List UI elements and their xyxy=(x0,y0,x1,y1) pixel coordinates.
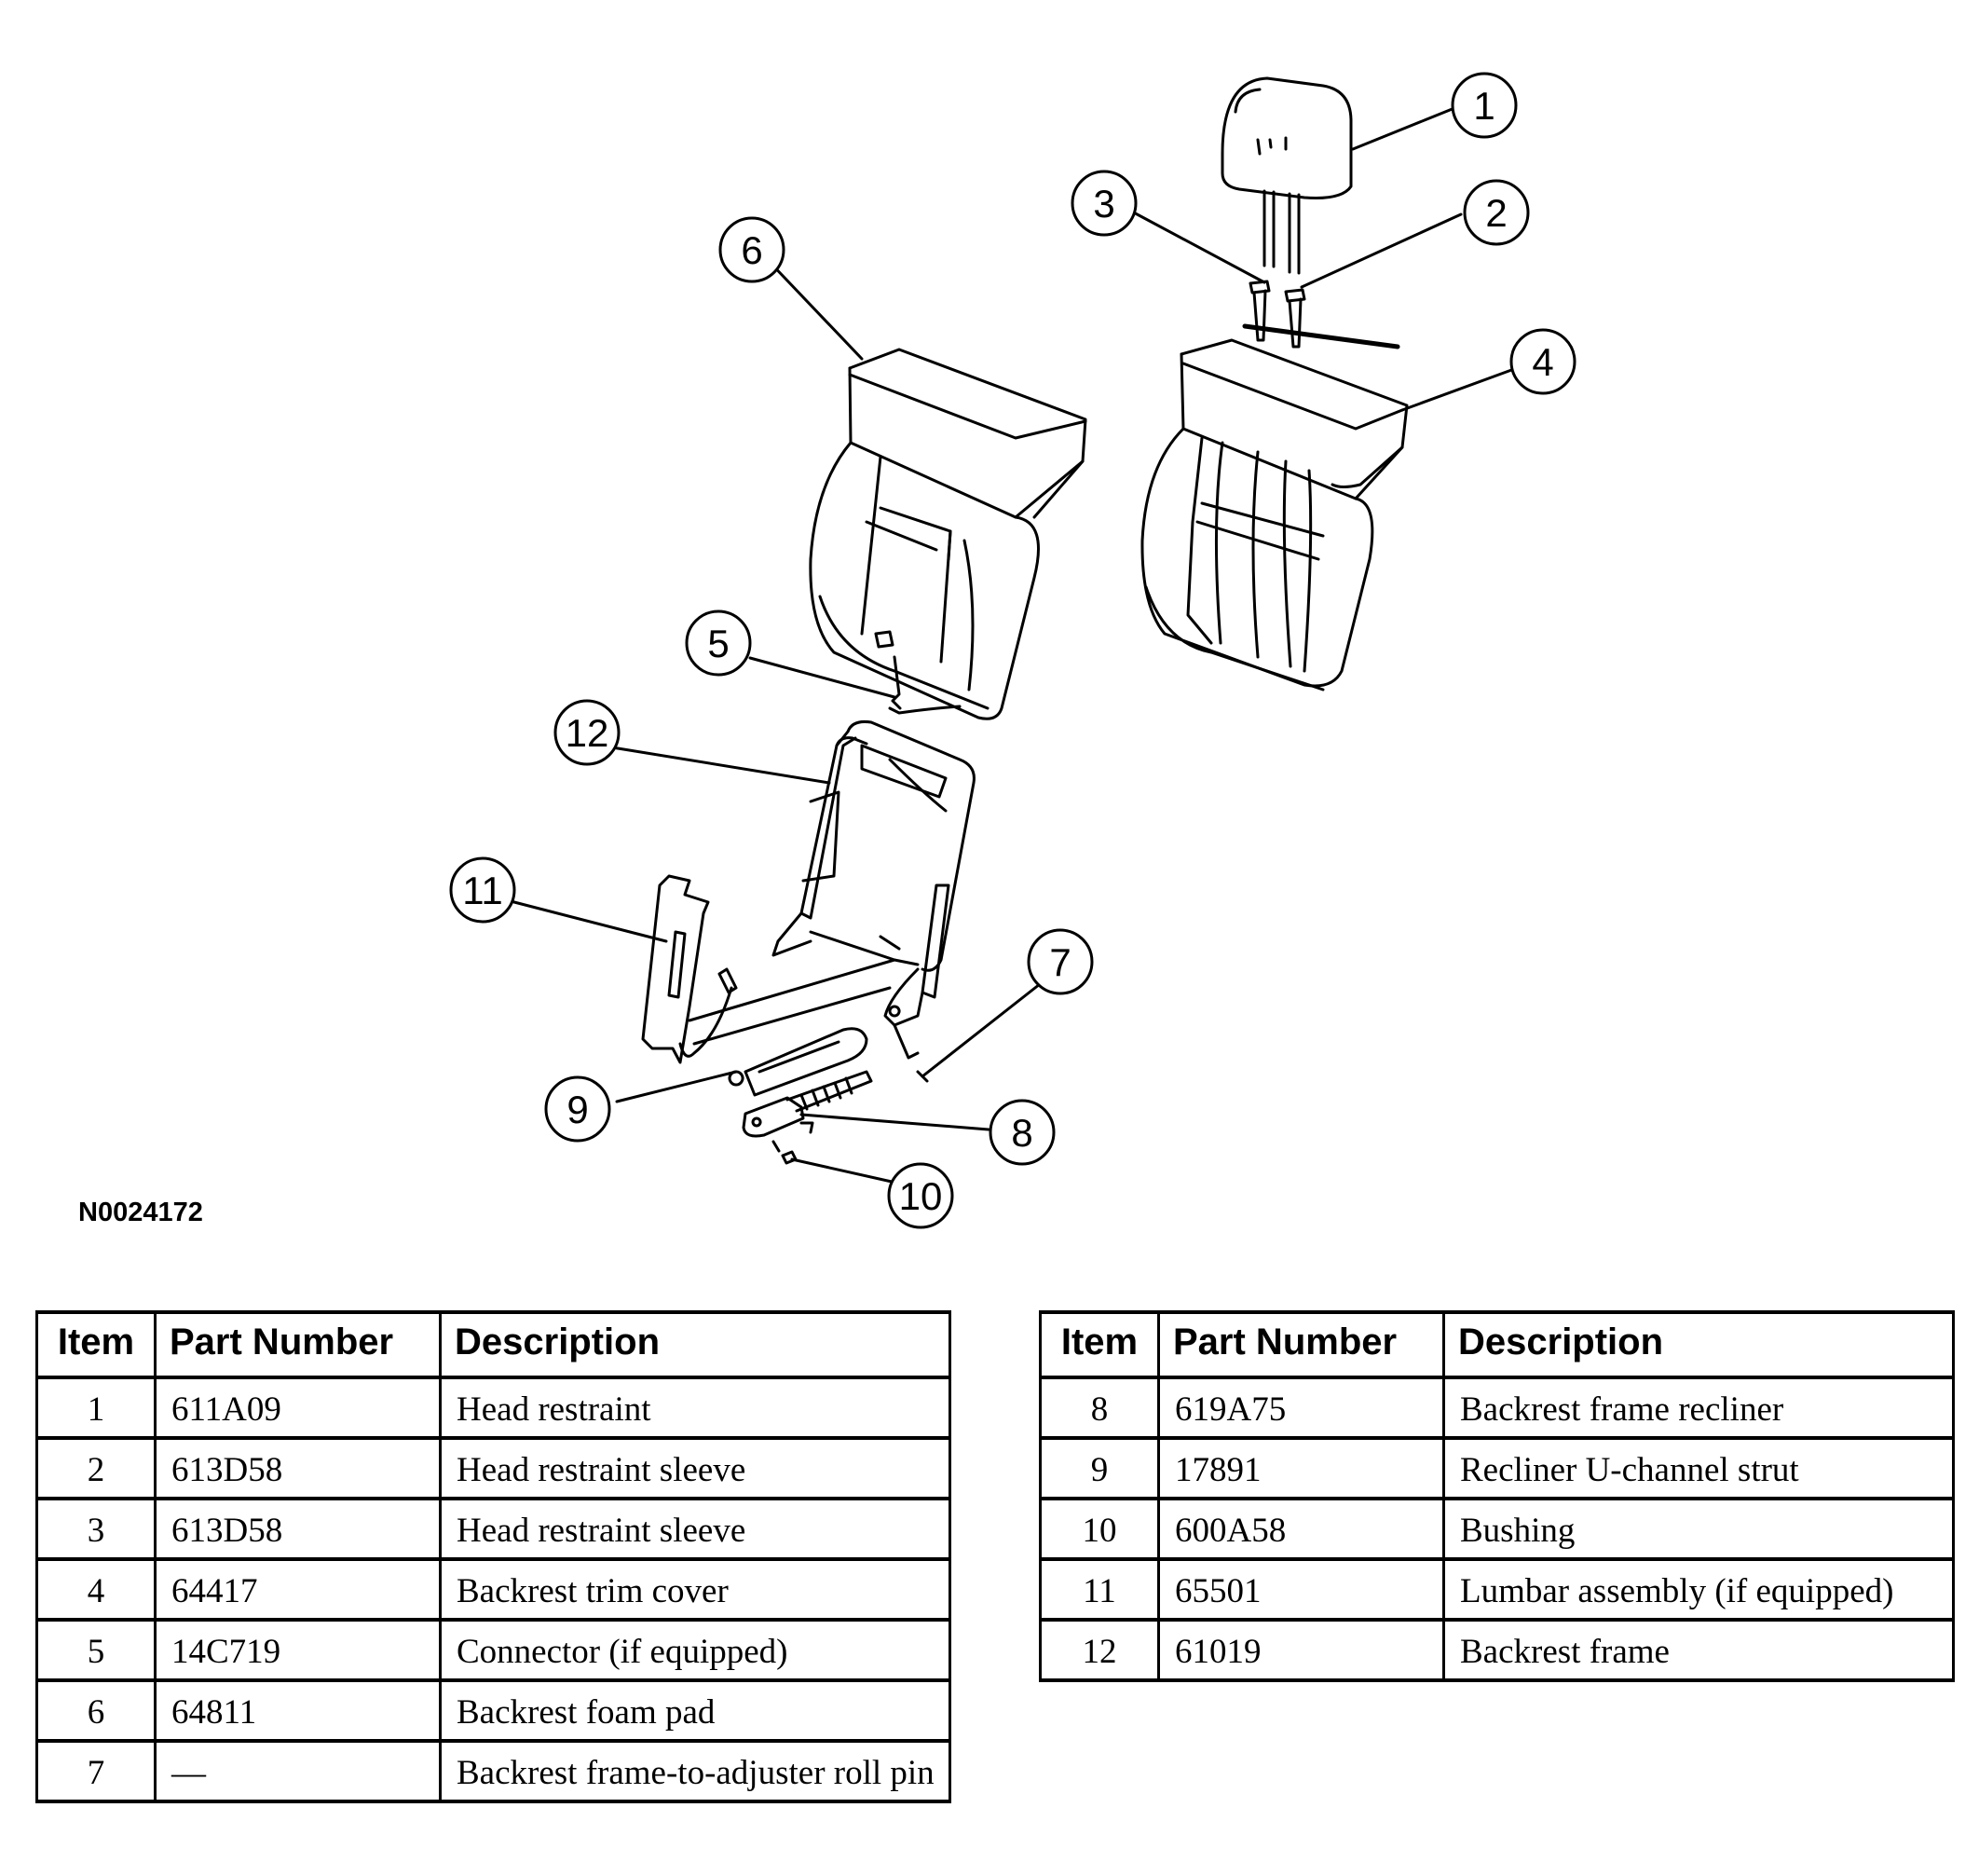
item-number: 12 xyxy=(1039,1618,1160,1682)
table-row: 10 600A58 Bushing xyxy=(1039,1497,1955,1561)
leader-lines xyxy=(509,106,1516,1184)
part-number: 619A75 xyxy=(1157,1376,1445,1440)
callout-circle-11 xyxy=(449,856,516,924)
callout-label-5: 5 xyxy=(707,622,729,665)
description: Backrest foam pad xyxy=(439,1678,951,1743)
table-header-row: Item Part Number Description xyxy=(35,1310,951,1379)
part-number: 65501 xyxy=(1157,1557,1445,1622)
recliner-u-channel-strut xyxy=(728,1027,868,1097)
callout-circle-3 xyxy=(1071,170,1138,237)
exploded-seat-diagram: 1 2 3 4 5 6 7 8 9 10 11 12 xyxy=(449,72,1576,1229)
table-row: 4 64417 Backrest trim cover xyxy=(35,1557,951,1622)
callout-circle-1 xyxy=(1451,72,1518,139)
part-number: 64417 xyxy=(154,1557,442,1622)
description: Head restraint xyxy=(439,1376,951,1440)
part-number: 61019 xyxy=(1157,1618,1445,1682)
callout-circle-2 xyxy=(1463,179,1530,246)
part-number: 17891 xyxy=(1157,1436,1445,1500)
callout-label-12: 12 xyxy=(566,711,609,755)
table-row: 6 64811 Backrest foam pad xyxy=(35,1678,951,1743)
callout-label-7: 7 xyxy=(1049,940,1071,984)
part-number: — xyxy=(154,1739,442,1803)
lumbar-assembly xyxy=(641,874,738,1064)
callout-circle-5 xyxy=(685,609,752,677)
table-row: 2 613D58 Head restraint sleeve xyxy=(35,1436,951,1500)
backrest-frame-recliner xyxy=(742,1070,873,1138)
item-number: 1 xyxy=(35,1376,157,1440)
item-number: 5 xyxy=(35,1618,157,1682)
callout-label-11: 11 xyxy=(462,869,503,912)
description: Backrest frame xyxy=(1442,1618,1955,1682)
callout-circle-6 xyxy=(718,216,785,283)
item-number: 10 xyxy=(1039,1497,1160,1561)
figure-code: N0024172 xyxy=(78,1198,203,1227)
table-row: 3 613D58 Head restraint sleeve xyxy=(35,1497,951,1561)
table-row: 1 611A09 Head restraint xyxy=(35,1376,951,1440)
description: Head restraint sleeve xyxy=(439,1436,951,1500)
parts-table-right: Item Part Number Description 8 619A75 Ba… xyxy=(1039,1310,1955,1682)
callout-circle-12 xyxy=(553,699,621,766)
connector xyxy=(888,655,962,715)
header-description: Description xyxy=(439,1310,951,1379)
table-row: 12 61019 Backrest frame xyxy=(1039,1618,1955,1682)
part-number: 64811 xyxy=(154,1678,442,1743)
part-number: 613D58 xyxy=(154,1497,442,1561)
description: Lumbar assembly (if equipped) xyxy=(1442,1557,1955,1622)
backrest-frame xyxy=(688,720,976,1060)
header-item: Item xyxy=(35,1310,157,1379)
item-number: 7 xyxy=(35,1739,157,1803)
head-restraint xyxy=(1221,76,1353,275)
callout-circle-4 xyxy=(1509,328,1576,395)
table-row: 11 65501 Lumbar assembly (if equipped) xyxy=(1039,1557,1955,1622)
item-number: 3 xyxy=(35,1497,157,1561)
header-item: Item xyxy=(1039,1310,1160,1379)
callout-circle-7 xyxy=(1027,928,1094,995)
part-number: 600A58 xyxy=(1157,1497,1445,1561)
description: Connector (if equipped) xyxy=(439,1618,951,1682)
header-part-number: Part Number xyxy=(154,1310,442,1379)
callout-label-6: 6 xyxy=(741,228,762,272)
callout-label-9: 9 xyxy=(566,1088,588,1131)
backrest-foam-pad xyxy=(809,348,1087,720)
item-number: 8 xyxy=(1039,1376,1160,1440)
callout-label-1: 1 xyxy=(1473,84,1494,128)
description: Bushing xyxy=(1442,1497,1955,1561)
callout-circle-9 xyxy=(544,1075,611,1143)
part-number: 613D58 xyxy=(154,1436,442,1500)
table-row: 9 17891 Recliner U-channel strut xyxy=(1039,1436,1955,1500)
callout-label-3: 3 xyxy=(1093,182,1114,226)
part-number: 611A09 xyxy=(154,1376,442,1440)
description: Backrest frame-to-adjuster roll pin xyxy=(439,1739,951,1803)
backrest-trim-cover xyxy=(1140,338,1409,692)
header-part-number: Part Number xyxy=(1157,1310,1445,1379)
table-row: 8 619A75 Backrest frame recliner xyxy=(1039,1376,1955,1440)
description: Recliner U-channel strut xyxy=(1442,1436,1955,1500)
description: Backrest frame recliner xyxy=(1442,1376,1955,1440)
item-number: 9 xyxy=(1039,1436,1160,1500)
callout-circle-8 xyxy=(989,1099,1056,1166)
table-row: 5 14C719 Connector (if equipped) xyxy=(35,1618,951,1682)
callout-label-10: 10 xyxy=(899,1174,943,1218)
table-row: 7 — Backrest frame-to-adjuster roll pin xyxy=(35,1739,951,1803)
callout-label-8: 8 xyxy=(1011,1111,1032,1155)
description: Head restraint sleeve xyxy=(439,1497,951,1561)
description: Backrest trim cover xyxy=(439,1557,951,1622)
header-description: Description xyxy=(1442,1310,1955,1379)
item-number: 2 xyxy=(35,1436,157,1500)
callout-label-2: 2 xyxy=(1485,191,1507,235)
callout-label-4: 4 xyxy=(1532,340,1553,384)
part-number: 14C719 xyxy=(154,1618,442,1682)
item-number: 11 xyxy=(1039,1557,1160,1622)
item-number: 6 xyxy=(35,1678,157,1743)
head-restraint-sleeves xyxy=(1242,280,1400,349)
callout-circle-10 xyxy=(887,1162,954,1229)
parts-table-left: Item Part Number Description 1 611A09 He… xyxy=(35,1310,951,1803)
item-number: 4 xyxy=(35,1557,157,1622)
table-header-row: Item Part Number Description xyxy=(1039,1310,1955,1379)
